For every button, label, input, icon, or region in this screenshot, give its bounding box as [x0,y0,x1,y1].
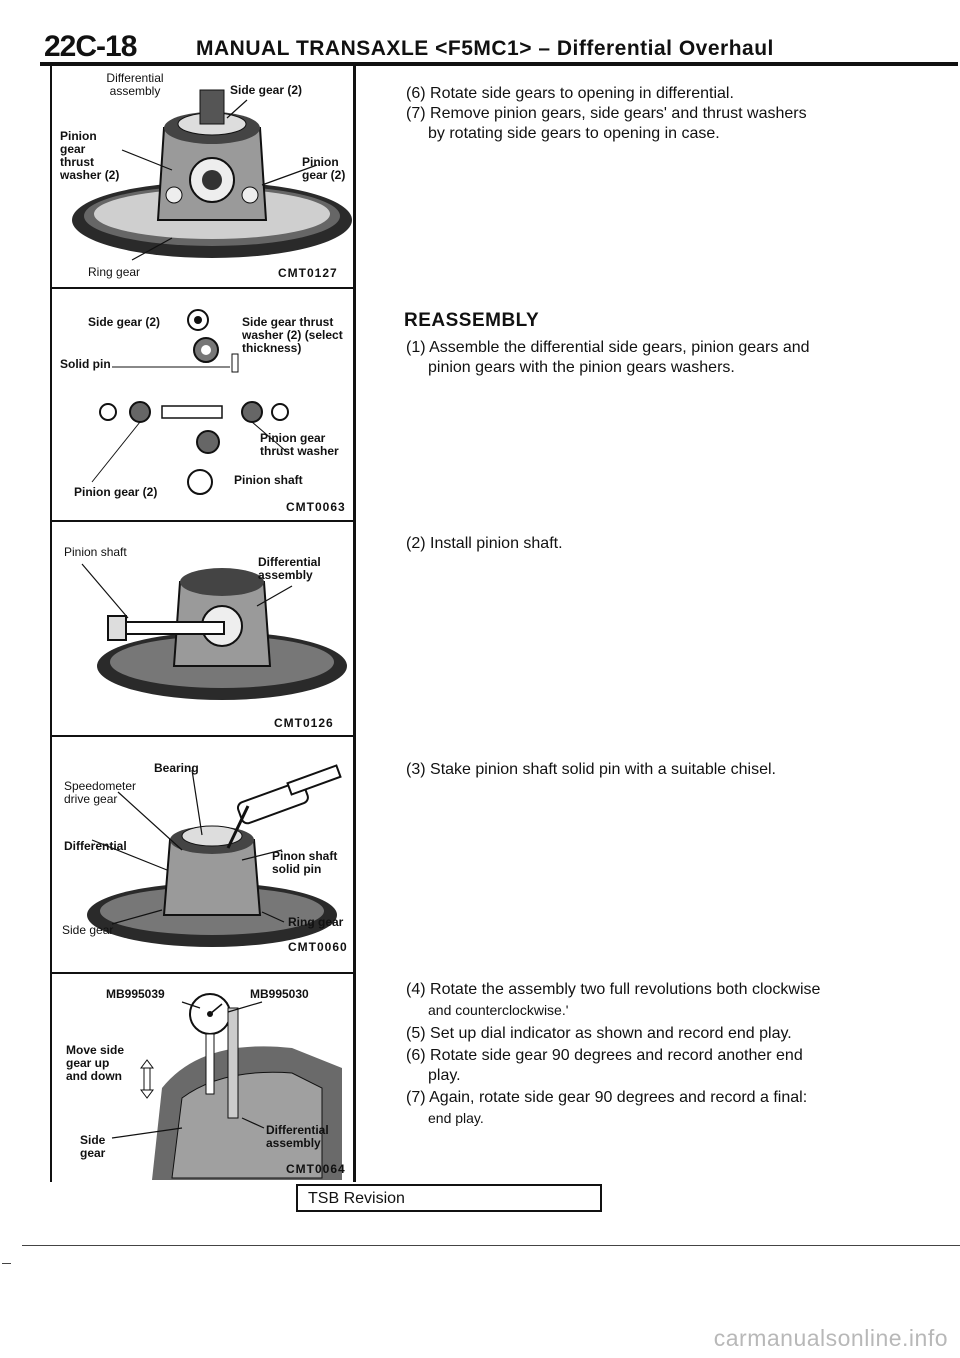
step-text: Install pinion shaft. [430,535,563,552]
step-text: Rotate side gears to opening in differen… [430,85,734,102]
footer-rule [22,1245,960,1246]
step-number: (1) [406,339,426,356]
step-text-continued: play. [428,1067,461,1084]
label-side-gear: Side gear (2) [230,83,303,97]
step-number: (6) [406,1047,426,1064]
reassembly-heading: REASSEMBLY [404,310,540,331]
figure-code: CMT0127 [278,266,338,280]
label-pinion-gear: Pinion gear (2) [74,485,158,499]
step-text: Stake pinion shaft solid pin with a suit… [430,761,776,778]
step-text: Again, rotate side gear 90 degrees and r… [429,1089,808,1106]
label-pinion-gear-thrust-washer: Pinion gear thrust washer [260,431,339,458]
label-speedometer-drive-gear: Speedometer drive gear [64,779,137,806]
stake-solid-pin-illustration [87,764,342,947]
dial-indicator-illustration [111,993,342,1180]
label-tool-mb995039: MB995039 [106,987,165,1001]
label-side-gear: Side gear [80,1133,106,1160]
page-code: 22C-18 [44,30,137,63]
tsb-revision-box: TSB Revision [296,1184,602,1212]
step-reassembly-1: (1) Assemble the differential side gears… [406,338,866,378]
figure-separator [50,287,356,289]
label-ring-gear: Ring gear [288,915,344,929]
figure-separator [50,520,356,522]
figure-dial-indicator: MB995039 MB995030 Move side gear up and … [52,978,352,1180]
label-side-gear: Side gear (2) [88,315,161,329]
figure-stake-solid-pin: Bearing Speedometer drive gear Different… [52,740,352,970]
label-move-side-gear: Move side gear up and down [66,1043,125,1083]
label-differential-assembly: Differential assembly [266,1123,329,1150]
label-pinion-gear-thrust-washer: Pinion gear thrust washer (2) [60,129,120,182]
step-number: (7) [406,1089,426,1106]
step-text-continued: by rotating side gears to opening in cas… [428,125,720,142]
label-differential-assembly: Differential assembly [106,71,164,98]
differential-assembly-illustration [72,89,352,261]
step-reassembly-4: (4) Rotate the assembly two full revolut… [406,980,866,1020]
step-text-continued: pinion gears with the pinion gears washe… [428,359,735,376]
page-title: MANUAL TRANSAXLE <F5MC1> – Differential … [196,37,774,60]
step-disassembly-7: (7) Remove pinion gears, side gears' and… [406,104,866,144]
label-solid-pin: Solid pin [60,357,111,371]
figure-differential-assembly: Differential assembly Side gear (2) Pini… [52,70,352,285]
label-side-gear: Side gear [62,923,114,937]
label-pinion-gear: Pinion gear (2) [302,155,346,182]
pinion-shaft-install-illustration [81,563,347,700]
label-differential-assembly: Differential assembly [258,555,321,582]
step-reassembly-7: (7) Again, rotate side gear 90 degrees a… [406,1088,866,1128]
figure-separator [50,735,356,737]
figure-pinion-shaft-install: Pinion shaft Differential assembly CMT01… [52,526,352,733]
step-text: Remove pinion gears, side gears' and thr… [430,105,807,122]
label-ring-gear: Ring gear [88,265,141,279]
step-reassembly-2: (2) Install pinion shaft. [406,534,866,554]
label-pinion-shaft-solid-pin: Pinon shaft solid pin [272,849,338,876]
column-divider [353,66,356,1182]
step-reassembly-6: (6) Rotate side gear 90 degrees and reco… [406,1046,866,1086]
step-text: Rotate side gear 90 degrees and record a… [430,1047,803,1064]
figure-code: CMT0064 [286,1162,346,1176]
label-tool-mb995030: MB995030 [250,987,309,1001]
header-rule [40,62,958,66]
step-number: (7) [406,105,426,122]
step-number: (2) [406,535,426,552]
step-text: Set up dial indicator as shown and recor… [430,1025,792,1042]
figure-code: CMT0063 [286,500,346,514]
figure-column-frame [50,66,358,1182]
label-bearing: Bearing [154,761,199,775]
figure-code: CMT0126 [274,716,334,730]
step-disassembly-6: (6) Rotate side gears to opening in diff… [406,84,866,104]
step-text-continued: and counterclockwise.' [428,1002,569,1018]
step-number: (3) [406,761,426,778]
exploded-parts-illustration [91,309,289,495]
figure-exploded-parts: Side gear (2) Side gear thrust washer (2… [52,292,352,518]
step-number: (4) [406,981,426,998]
watermark: carmanualsonline.info [713,1325,948,1351]
label-pinion-shaft: Pinion shaft [64,545,127,559]
step-number: (5) [406,1025,426,1042]
label-differential: Differential [64,839,127,853]
step-text: Assemble the differential side gears, pi… [429,339,810,356]
footer-mark [2,1263,11,1264]
step-reassembly-5: (5) Set up dial indicator as shown and r… [406,1024,866,1044]
label-pinion-shaft: Pinion shaft [234,473,303,487]
step-text: Rotate the assembly two full revolutions… [430,981,821,998]
figure-code: CMT0060 [288,940,348,954]
step-number: (6) [406,85,426,102]
figure-separator [50,972,356,974]
step-reassembly-3: (3) Stake pinion shaft solid pin with a … [406,760,866,780]
step-text-continued: end play. [428,1110,484,1126]
label-side-gear-thrust-washer: Side gear thrust washer (2) (select thic… [242,315,343,355]
